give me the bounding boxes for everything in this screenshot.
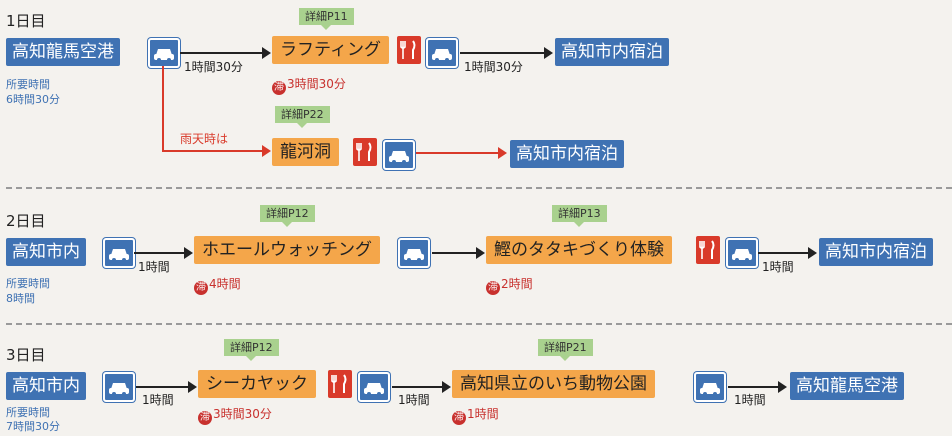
day2-required-label: 所要時間	[6, 277, 50, 290]
arrow-head	[184, 247, 193, 259]
stay-icon: 滞	[194, 281, 208, 295]
route-line	[758, 252, 808, 254]
day1-alt-end: 高知市内宿泊	[510, 140, 624, 168]
day3-start: 高知市内	[6, 372, 86, 400]
day3-label: 3日目	[6, 346, 46, 364]
day1-alt-detail-tag: 詳細P22	[275, 106, 330, 128]
day1-leg1-time: 1時間30分	[184, 60, 243, 74]
day3-required-value: 7時間30分	[6, 420, 60, 433]
route-line	[460, 52, 544, 54]
stay-icon: 滞	[272, 81, 286, 95]
day3-leg3-time: 1時間	[734, 393, 766, 407]
car-icon	[103, 238, 135, 268]
route-line	[416, 152, 498, 154]
car-icon	[398, 238, 430, 268]
day3-required-label: 所要時間	[6, 406, 50, 419]
divider	[6, 187, 952, 189]
day3-end: 高知龍馬空港	[790, 372, 904, 400]
day3-activity2: 高知県立のいち動物公園	[452, 370, 655, 398]
arrow-head	[544, 47, 553, 59]
day3-detail2-tag: 詳細P21	[538, 339, 593, 361]
day1-end: 高知市内宿泊	[555, 38, 669, 66]
day2-end: 高知市内宿泊	[819, 238, 933, 266]
day3-leg2-time: 1時間	[398, 393, 430, 407]
arrow-head	[808, 247, 817, 259]
day1-detail-tag: 詳細P11	[299, 8, 354, 30]
divider	[6, 323, 952, 325]
rain-branch-line	[162, 66, 164, 152]
stay-icon: 滞	[486, 281, 500, 295]
day2-label: 2日目	[6, 212, 46, 230]
stay-icon: 滞	[198, 411, 212, 425]
car-icon	[694, 372, 726, 402]
day2-start: 高知市内	[6, 238, 86, 266]
rain-branch-line	[162, 150, 262, 152]
route-line	[180, 52, 262, 54]
arrow-head	[442, 381, 451, 393]
arrow-head	[262, 145, 271, 157]
car-icon	[148, 38, 180, 68]
day1-leg2-time: 1時間30分	[464, 60, 523, 74]
arrow-head	[262, 47, 271, 59]
day1-activity: ラフティング	[272, 36, 389, 64]
route-line	[728, 386, 778, 388]
fork-knife-icon	[353, 138, 377, 166]
fork-knife-icon	[696, 236, 720, 264]
day2-activity2: 鰹のタタキづくり体験	[486, 236, 672, 264]
route-line	[136, 386, 188, 388]
day1-alt-activity: 龍河洞	[272, 138, 339, 166]
route-line	[134, 252, 184, 254]
day2-activity1: ホエールウォッチング	[194, 236, 380, 264]
rain-label: 雨天時は	[180, 132, 229, 146]
day3-detail1-tag: 詳細P12	[224, 339, 279, 361]
arrow-head	[188, 381, 197, 393]
fork-knife-icon	[328, 370, 352, 398]
car-icon	[426, 38, 458, 68]
stay-icon: 滞	[452, 411, 466, 425]
arrow-head	[498, 147, 507, 159]
car-icon	[726, 238, 758, 268]
day2-required-value: 8時間	[6, 292, 35, 305]
day2-leg2-time: 1時間	[762, 260, 794, 274]
route-line	[432, 252, 476, 254]
arrow-head	[778, 381, 787, 393]
day1-required-value: 6時間30分	[6, 93, 60, 106]
day1-start: 高知龍馬空港	[6, 38, 120, 66]
day3-activity1: シーカヤック	[198, 370, 316, 398]
day3-leg1-time: 1時間	[142, 393, 174, 407]
day1-required-label: 所要時間	[6, 78, 50, 91]
fork-knife-icon	[397, 36, 421, 64]
car-icon	[103, 372, 135, 402]
day1-label: 1日目	[6, 12, 46, 30]
car-icon	[358, 372, 390, 402]
route-line	[392, 386, 442, 388]
day2-detail1-tag: 詳細P12	[260, 205, 315, 227]
day2-leg1-time: 1時間	[138, 260, 170, 274]
arrow-head	[476, 247, 485, 259]
car-icon	[383, 140, 415, 170]
day2-detail2-tag: 詳細P13	[552, 205, 607, 227]
